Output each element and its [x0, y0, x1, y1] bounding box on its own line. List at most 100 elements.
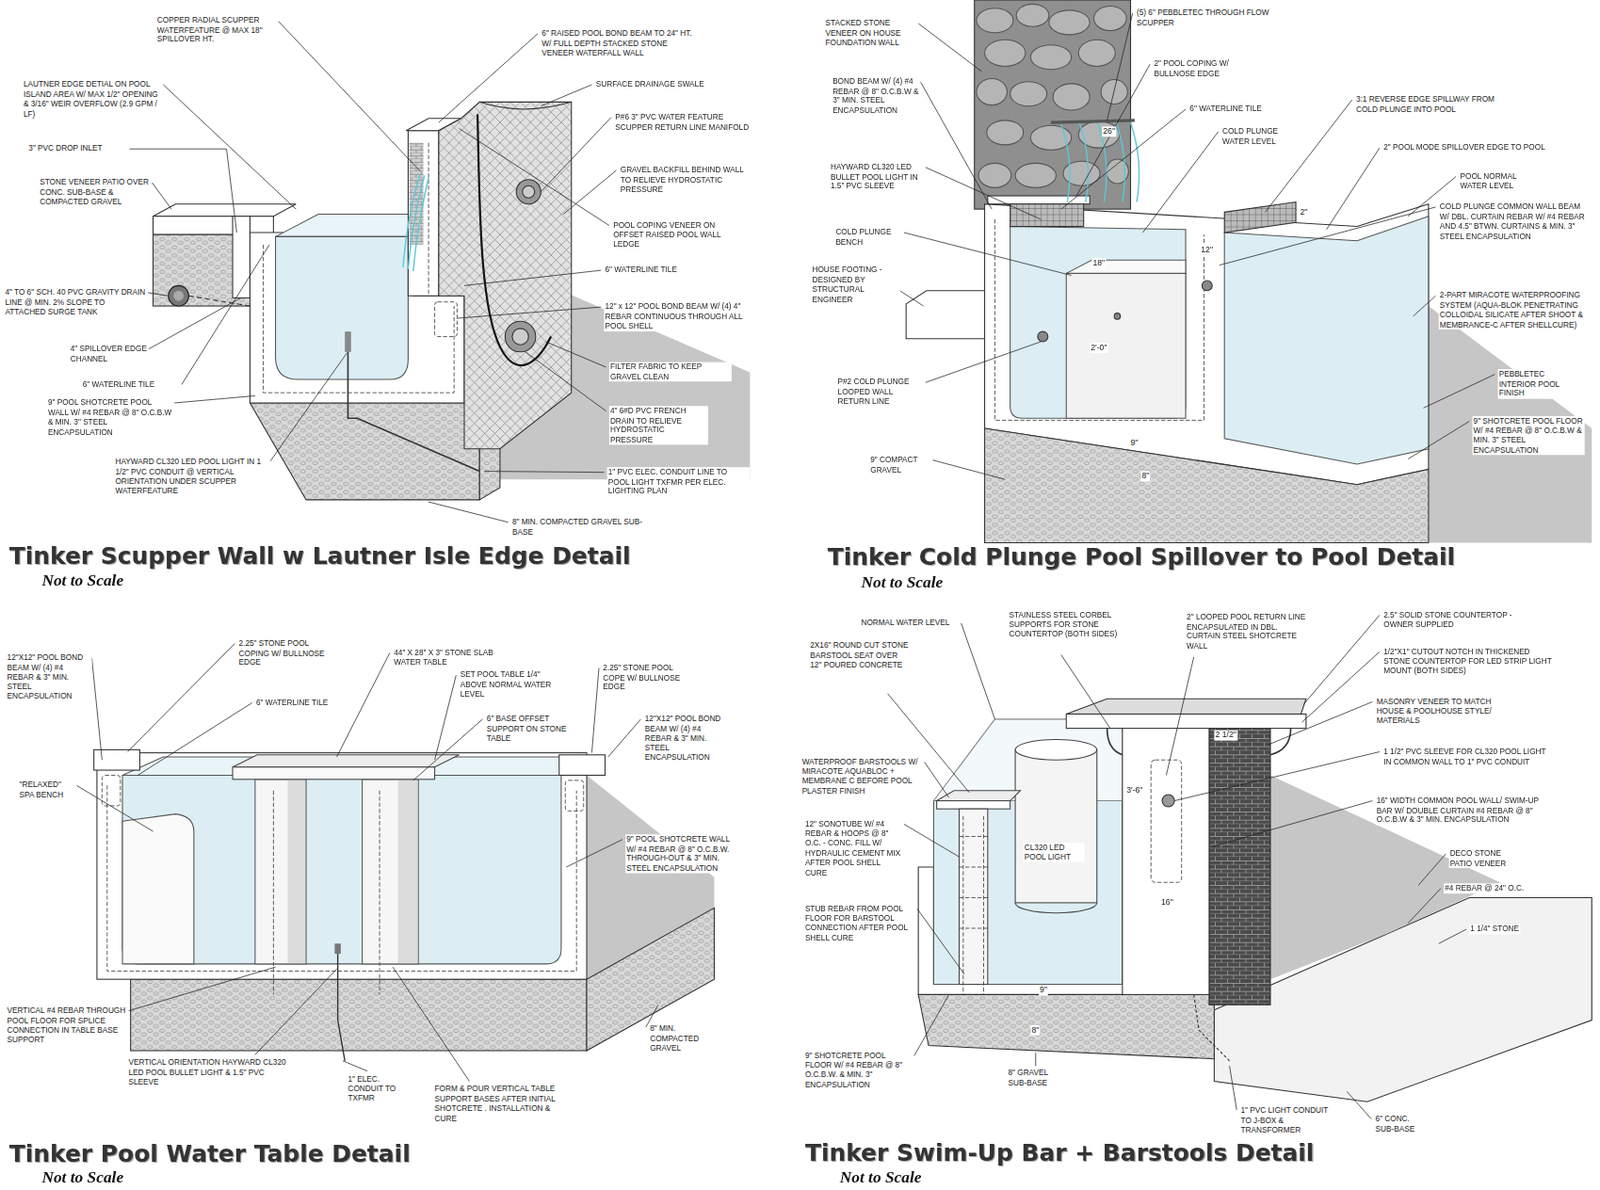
panel-title: Tinker Scupper Wall w Lautner Isle Edge … — [8, 542, 632, 569]
callout-label: PEBBLETEC INTERIOR POOL FINISH — [1498, 369, 1564, 399]
swim-up-bar-detail-part — [1015, 740, 1098, 761]
callout-label: P#2 COLD PLUNGE LOOPED WALL RETURN LINE — [836, 377, 925, 407]
scupper-wall-detail-part — [168, 285, 190, 307]
leader-lines-part — [591, 668, 599, 754]
leader-lines-part — [438, 33, 538, 123]
callout-label: COLD PLUNGE COMMON WALL BEAM W/ DBL. CUR… — [1438, 202, 1589, 242]
leader-lines-part — [147, 292, 169, 296]
scupper-wall-detail-part — [232, 216, 250, 299]
leader-lines-part — [1229, 1066, 1238, 1111]
swim-up-bar-detail-part — [918, 994, 1214, 1059]
callout-label: 1 1/4" STONE — [1469, 924, 1520, 935]
scale-note: Not to Scale — [40, 1168, 125, 1188]
leader-lines-part — [920, 81, 992, 210]
callout-label: STUB REBAR FROM POOL FLOOR FOR BARSTOOL … — [804, 904, 917, 943]
water-table-detail-part — [288, 780, 306, 964]
scupper-wall-detail-part — [173, 290, 184, 302]
cold-plunge-detail-part — [1066, 273, 1186, 419]
water-table-detail-part — [334, 943, 341, 954]
cold-plunge-detail-part — [978, 162, 1012, 188]
water-table-detail-part — [122, 814, 194, 965]
swim-up-bar-detail-part — [1015, 903, 1098, 914]
callout-label: #4 REBAR @ 24" O.C. — [1443, 883, 1525, 893]
swim-up-bar-detail-part — [958, 816, 987, 996]
leader-lines-part — [464, 270, 601, 286]
cold-plunge-detail-part — [1131, 122, 1140, 203]
scupper-wall-detail-part — [408, 143, 423, 245]
callout-label: HOUSE FOOTING - DESIGNED BY STRUCTURAL E… — [810, 265, 900, 305]
scale-note: Not to Scale — [40, 571, 125, 591]
cold-plunge-detail-part — [994, 219, 1204, 421]
panel-title: Tinker Swim-Up Bar + Barstools Detail — [804, 1139, 1316, 1166]
water-table-detail-part — [94, 749, 141, 771]
leader-lines-part — [924, 761, 950, 798]
leader-lines-part — [1407, 420, 1470, 459]
leader-lines-part — [181, 244, 270, 385]
dimension-label: 26" — [1101, 126, 1116, 137]
leader-lines-part — [1418, 854, 1446, 887]
leader-lines-part — [162, 84, 296, 210]
dimension-label: 3'-6" — [1125, 785, 1144, 796]
water-table-detail-part — [398, 780, 419, 964]
scupper-wall-detail-part — [249, 403, 480, 501]
cold-plunge-detail-part — [1078, 39, 1116, 66]
callout-label: 1 1/2" PVC SLEEVE FOR CL320 POOL LIGHT I… — [1382, 746, 1549, 767]
callout-label: 6" WATERLINE TILE — [255, 697, 330, 708]
callout-label: 9" SHOTCRETE POOL FLOOR W/ #4 REBAR @ 8"… — [1471, 416, 1584, 455]
cold-plunge-detail-part — [1079, 123, 1088, 202]
swim-up-bar-detail-part — [1209, 713, 1271, 1005]
leader-lines-part — [540, 84, 592, 107]
scupper-wall-detail-part — [512, 328, 529, 345]
leader-lines-part — [1212, 801, 1373, 848]
leader-lines-part — [342, 1061, 368, 1072]
leader-lines-part — [1422, 374, 1495, 409]
leader-lines-part — [277, 20, 421, 172]
water-table-detail-part — [232, 767, 436, 780]
callout-label: COLD PLUNGE BENCH — [834, 227, 905, 248]
callout-label: 6" CONC. SUB-BASE — [1373, 1114, 1427, 1134]
callout-label: 8" MIN. COMPACTED GRAVEL SUB-BASE — [511, 517, 648, 537]
leader-lines-part — [1034, 1052, 1036, 1067]
cold-plunge-detail-part — [1015, 162, 1056, 188]
swim-up-bar-detail-part — [1194, 994, 1230, 1061]
leader-lines-part — [1061, 109, 1186, 210]
callout-label: 3:1 REVERSE EDGE SPILLWAY FROM COLD PLUN… — [1355, 95, 1505, 115]
water-table-detail-part — [273, 791, 275, 996]
water-table-detail-part — [559, 755, 606, 776]
callout-label: 12"X12" POOL BOND BEAM W/ (4) #4 REBAR &… — [6, 652, 93, 701]
scale-note: Not to Scale — [859, 573, 944, 593]
callout-label: VERTICAL ORIENTATION HAYWARD CL320 LED P… — [127, 1058, 293, 1088]
leader-lines-part — [1165, 657, 1194, 776]
scupper-wall-detail-part — [153, 216, 275, 236]
callout-label: P#6 3" PVC WATER FEATURE SCUPPER RETURN … — [614, 112, 751, 132]
leader-lines-part — [413, 719, 484, 781]
callout-label: 3" PVC DROP INLET — [27, 144, 103, 154]
leader-lines-part — [484, 471, 605, 473]
scupper-wall-detail-part — [407, 175, 424, 270]
callout-label: 9" COMPACT GRAVEL — [869, 454, 933, 475]
leader-lines-part — [270, 353, 347, 462]
leader-lines-part — [1438, 929, 1467, 944]
cold-plunge-detail-part — [1052, 83, 1090, 111]
cold-plunge-detail-part — [1094, 6, 1128, 32]
swim-up-bar-detail-part — [1150, 759, 1182, 883]
scupper-wall-detail-part — [479, 101, 572, 110]
callout-label: (5) 6" PEBBLETEC THROUGH FLOW SCUPPER — [1135, 8, 1273, 29]
scupper-wall-detail-part — [275, 236, 409, 380]
leader-lines-part — [459, 129, 610, 227]
swim-up-bar-detail-part — [1270, 728, 1292, 756]
callout-label: POOL COPING VENEER ON OFFSET RAISED POOL… — [612, 220, 745, 250]
leader-lines-part — [337, 652, 390, 758]
water-table-detail-part — [362, 779, 420, 965]
leader-lines-part — [151, 182, 172, 210]
callout-label: HAYWARD CL320 LED POOL LIGHT IN 1 1/2" P… — [113, 456, 270, 496]
leader-lines-part — [456, 307, 601, 319]
leader-lines-part — [1265, 99, 1353, 212]
leader-lines-part — [904, 824, 960, 857]
leader-lines-part — [137, 703, 252, 776]
cold-plunge-detail-part — [1037, 331, 1049, 342]
callout-label: STAINLESS STEEL CORBEL SUPPORTS FOR STON… — [1007, 610, 1125, 640]
dimension-label: 2" — [1298, 207, 1309, 218]
leader-lines-part — [1143, 131, 1219, 233]
cold-plunge-detail-part — [1061, 124, 1070, 202]
